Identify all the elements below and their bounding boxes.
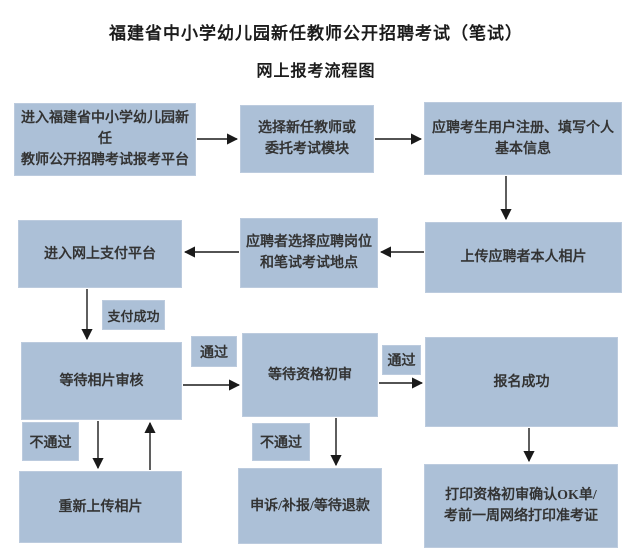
edge-label-pass-photo: 通过 (191, 336, 237, 367)
flow-node-enter-platform: 进入福建省中小学幼儿园新任 教师公开招聘考试报考平台 (14, 103, 196, 176)
flow-node-wait-photo-review: 等待相片审核 (21, 342, 182, 420)
flow-node-appeal-refund: 申诉/补报/等待退款 (238, 468, 382, 544)
flow-node-signup-success: 报名成功 (425, 337, 618, 427)
flow-node-print-confirm: 打印资格初审确认OK单/ 考前一周网络打印准考证 (424, 464, 618, 548)
edge-label-fail-photo: 不通过 (22, 422, 79, 461)
flow-node-upload-photo: 上传应聘者本人相片 (425, 222, 622, 293)
page-subtitle: 网上报考流程图 (256, 63, 376, 80)
page-title: 福建省中小学幼儿园新任教师公开招聘考试（笔试） (109, 24, 523, 43)
flow-node-payment-platform: 进入网上支付平台 (18, 220, 182, 288)
edge-label-pay-success: 支付成功 (102, 300, 165, 330)
flow-node-reupload-photo: 重新上传相片 (19, 471, 182, 543)
flow-node-select-module: 选择新任教师或 委托考试模块 (240, 105, 374, 173)
flow-node-wait-qualification-review: 等待资格初审 (242, 333, 378, 417)
edge-label-pass-qualification: 通过 (382, 345, 421, 375)
edge-label-fail-qualification: 不通过 (252, 423, 310, 461)
flow-node-select-position: 应聘者选择应聘岗位 和笔试考试地点 (240, 218, 378, 288)
flow-node-register-user: 应聘考生用户注册、填写个人 基本信息 (424, 102, 622, 175)
